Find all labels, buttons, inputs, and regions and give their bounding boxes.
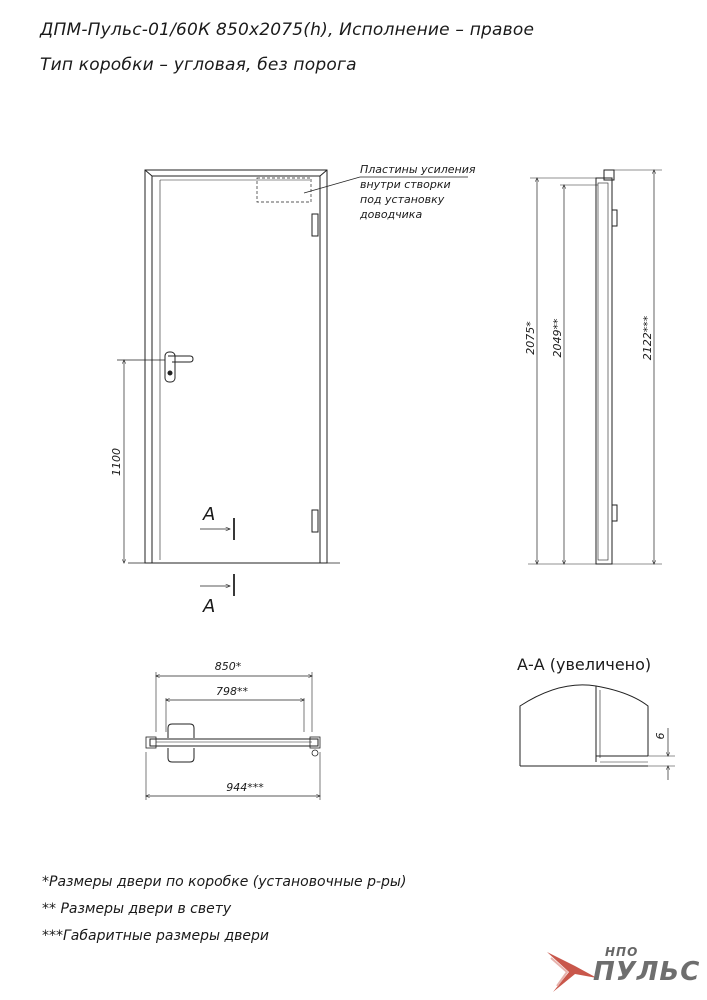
plan-dim-frame: 850* [215, 660, 242, 673]
logo-mark-icon [547, 952, 597, 992]
door-leaf-outline [151, 175, 321, 564]
plan-frame-profile [149, 738, 319, 747]
side-dim-overall: 2122*** [641, 315, 654, 360]
drawing-title-line1: ДПМ-Пульс-01/60К 850x2075(h), Исполнение… [40, 20, 535, 40]
section-break-line [519, 684, 649, 766]
drawing-title-line2: Тип коробки – угловая, без порога [40, 55, 357, 75]
section-detail [519, 684, 675, 780]
note-frame-dimensions: *Размеры двери по коробке (установочные … [42, 874, 407, 890]
logo-small-text: НПО [605, 945, 639, 959]
bottom-hinge [311, 509, 319, 533]
door-handle [164, 351, 194, 383]
callout-line2: внутри створки [360, 178, 451, 191]
reinforcement-plate [256, 177, 312, 203]
plan-dim-clear: 798** [216, 685, 248, 698]
section-mark-top: A [202, 504, 215, 525]
side-view [528, 169, 662, 565]
plan-dim-overall: 944*** [226, 781, 264, 794]
front-view [117, 169, 468, 596]
plan-view [146, 672, 320, 800]
section-dim: 6 [654, 733, 667, 740]
note-clear-dimensions: ** Размеры двери в свету [42, 901, 232, 917]
top-hinge [311, 213, 319, 237]
callout-line4: доводчика [359, 208, 422, 221]
side-hinge-top [611, 209, 618, 227]
callout-text: Пластины усиления внутри створки под уст… [359, 163, 476, 221]
section-mark-bottom: A [202, 596, 215, 617]
side-hinge-bottom [611, 504, 618, 522]
logo-main-text: ПУЛЬС [593, 957, 701, 987]
callout-line1: Пластины усиления [360, 163, 476, 176]
side-dim-frame: 2075* [524, 321, 537, 355]
door-frame-outline [144, 169, 328, 564]
door-side-profile [595, 177, 613, 565]
side-dim-clear: 2049** [551, 318, 564, 357]
note-overall-dimensions: ***Габаритные размеры двери [42, 928, 270, 944]
company-logo: НПО ПУЛЬС [545, 944, 705, 996]
section-title: А-А (увеличено) [517, 655, 651, 674]
callout-line3: под установку [360, 193, 445, 206]
handle-height-dimension: 1100 [110, 448, 123, 476]
